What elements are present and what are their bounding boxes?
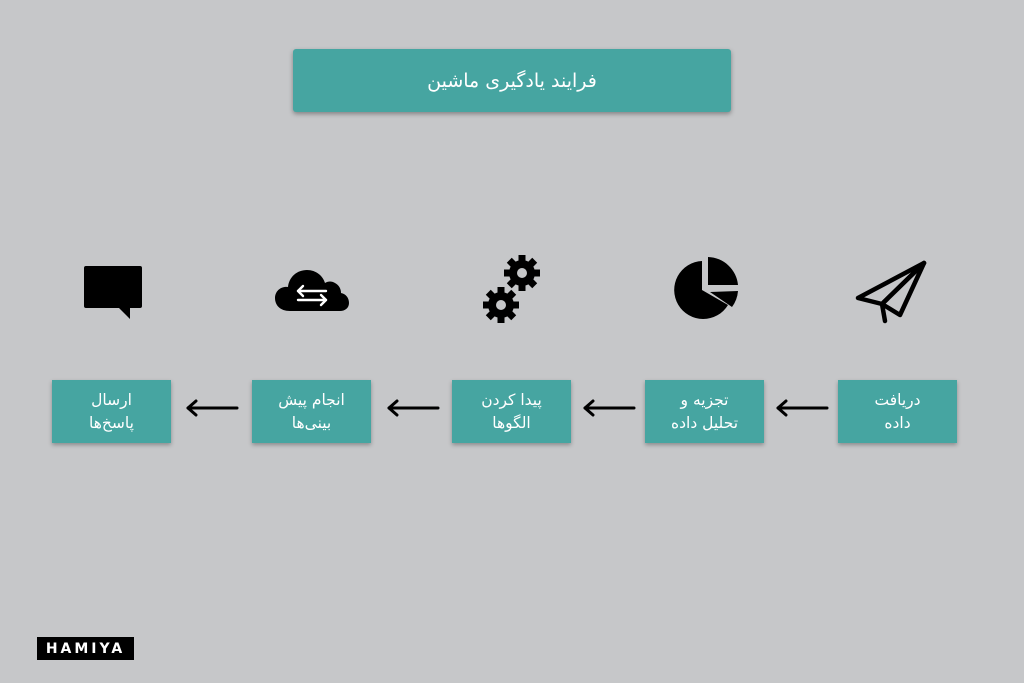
pie-chart-icon — [670, 255, 740, 325]
arrow-left-icon — [185, 398, 239, 418]
paper-plane-icon — [855, 260, 927, 324]
cloud-sync-icon — [274, 267, 350, 313]
chat-bubble-icon — [82, 265, 144, 321]
arrow-left-icon — [386, 398, 440, 418]
arrow-left-icon — [582, 398, 636, 418]
gears-icon — [482, 254, 544, 326]
diagram-title: فرایند یادگیری ماشین — [293, 49, 731, 112]
arrow-left-icon — [775, 398, 829, 418]
hamiya-logo: HAMIYA — [37, 637, 134, 660]
